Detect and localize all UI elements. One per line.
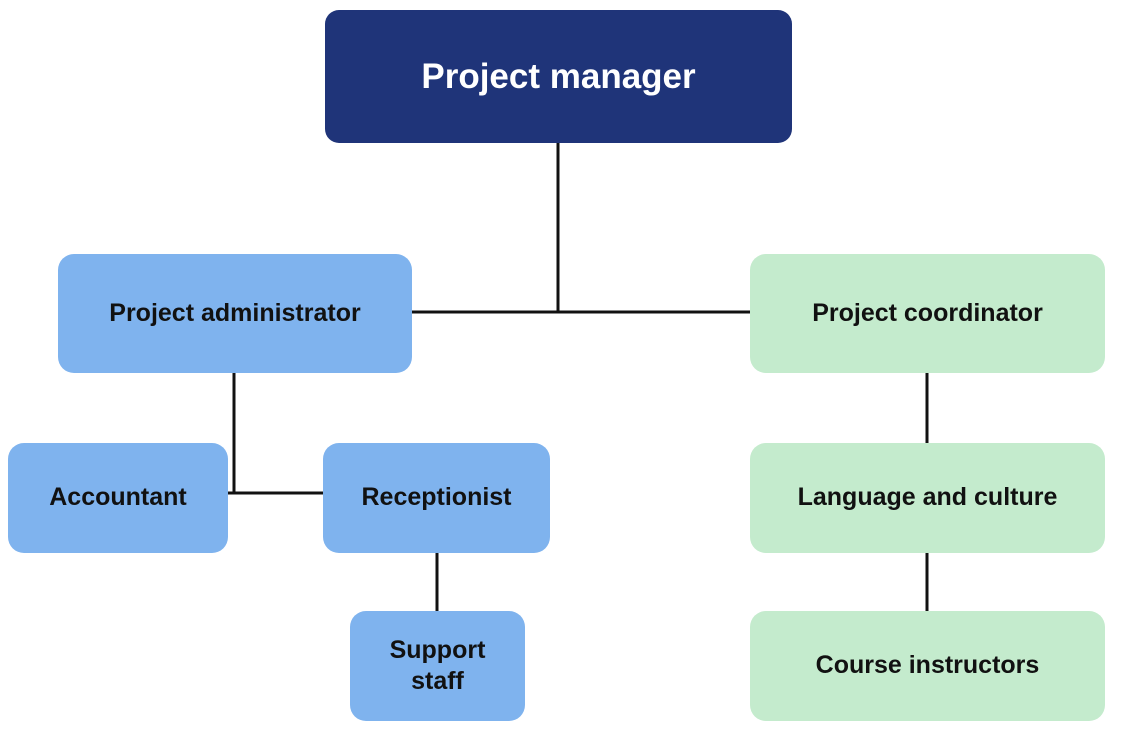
node-project-coordinator: Project coordinator [750,254,1105,373]
node-label: Course instructors [815,651,1040,680]
node-accountant: Accountant [8,443,228,553]
node-label: Accountant [49,483,187,512]
node-label: Project coordinator [812,298,1043,327]
node-label: Project manager [421,56,696,96]
node-receptionist: Receptionist [323,443,550,553]
node-support-staff: Support staff [350,611,525,721]
node-course-instructors: Course instructors [750,611,1105,721]
node-project-administrator: Project administrator [58,254,412,373]
node-label: Receptionist [361,483,512,512]
node-label: Language and culture [797,483,1058,512]
node-label: Support staff [389,635,486,695]
node-label: Project administrator [109,298,361,327]
node-project-manager: Project manager [325,10,792,143]
node-language-and-culture: Language and culture [750,443,1105,553]
